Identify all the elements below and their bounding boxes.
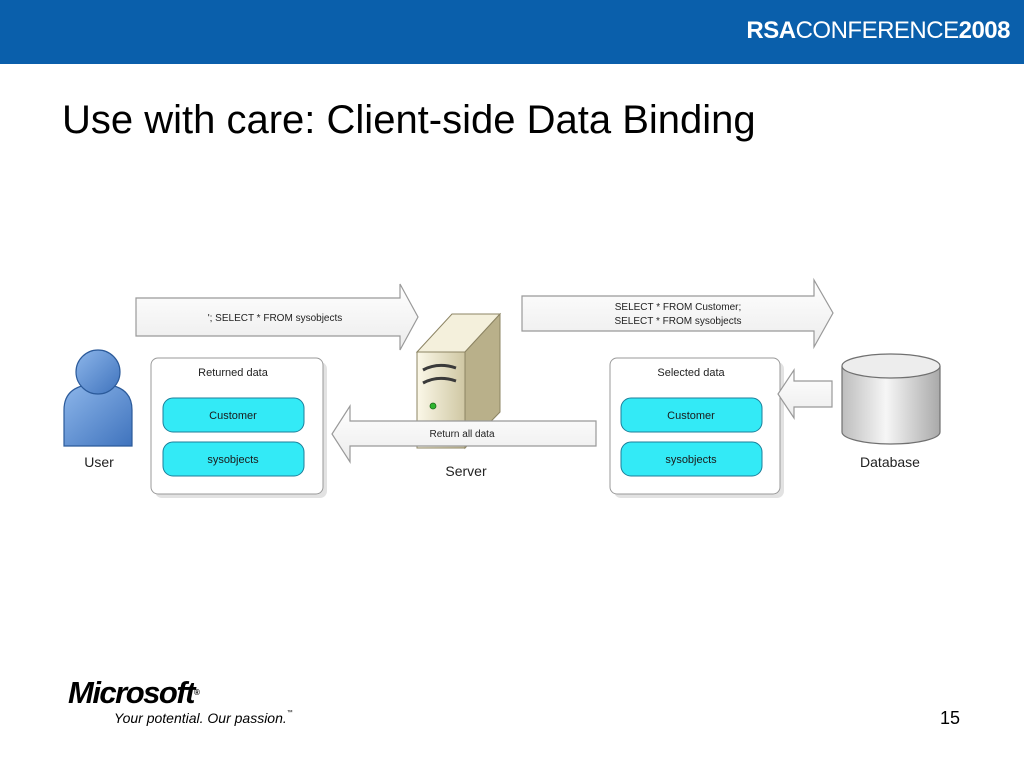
return-arrow: Return all data (331, 403, 597, 465)
selected-data-title: Selected data (657, 367, 725, 379)
selected-sysobjects-pill (620, 441, 763, 477)
slide-title: Use with care: Client-side Data Binding (62, 98, 756, 142)
page-number: 15 (940, 708, 961, 728)
brand-rsa: RSA (746, 17, 796, 44)
database-label: Database (860, 454, 920, 470)
brand-conference: CONFERENCE (795, 17, 960, 44)
data-binding-diagram: '; SELECT * FROM sysobjects SELECT * FRO… (63, 277, 941, 498)
returned-sysobjects-label: sysobjects (207, 454, 259, 466)
db-to-selected-arrow (777, 368, 833, 420)
selected-sysobjects-label: sysobjects (665, 454, 717, 466)
returned-data-title: Returned data (198, 367, 269, 379)
return-arrow-text: Return all data (429, 429, 494, 440)
header-bar: RSACONFERENCE2008 (0, 0, 1024, 64)
returned-sysobjects-pill (162, 441, 305, 477)
database-icon (841, 353, 941, 445)
returned-data-panel: Returned data Customer sysobjects (150, 357, 327, 498)
microsoft-logo: Microsoft® Your potential. Our passion.™ (68, 675, 293, 727)
query-arrow-line2: SELECT * FROM sysobjects (614, 316, 741, 327)
rsa-conference-logo: RSACONFERENCE2008 (746, 16, 1010, 46)
selected-data-panel: Selected data Customer sysobjects (609, 357, 784, 498)
query-arrow-line1: SELECT * FROM Customer; (615, 302, 742, 313)
logo-registered: ® (194, 688, 200, 697)
returned-customer-label: Customer (209, 410, 257, 422)
query-arrow: SELECT * FROM Customer; SELECT * FROM sy… (521, 277, 834, 350)
selected-customer-label: Customer (667, 410, 715, 422)
logo-tm: ™ (286, 710, 293, 716)
brand-year: 2008 (958, 17, 1011, 44)
user-label: User (84, 454, 114, 470)
returned-customer-pill (162, 397, 305, 433)
user-icon (63, 349, 133, 447)
request-arrow-text: '; SELECT * FROM sysobjects (208, 313, 343, 324)
logo-text: Microsoft (68, 675, 196, 710)
logo-tagline: Your potential. Our passion. (114, 710, 287, 726)
server-label: Server (445, 463, 487, 479)
request-arrow: '; SELECT * FROM sysobjects (135, 283, 419, 351)
selected-customer-pill (620, 397, 763, 433)
